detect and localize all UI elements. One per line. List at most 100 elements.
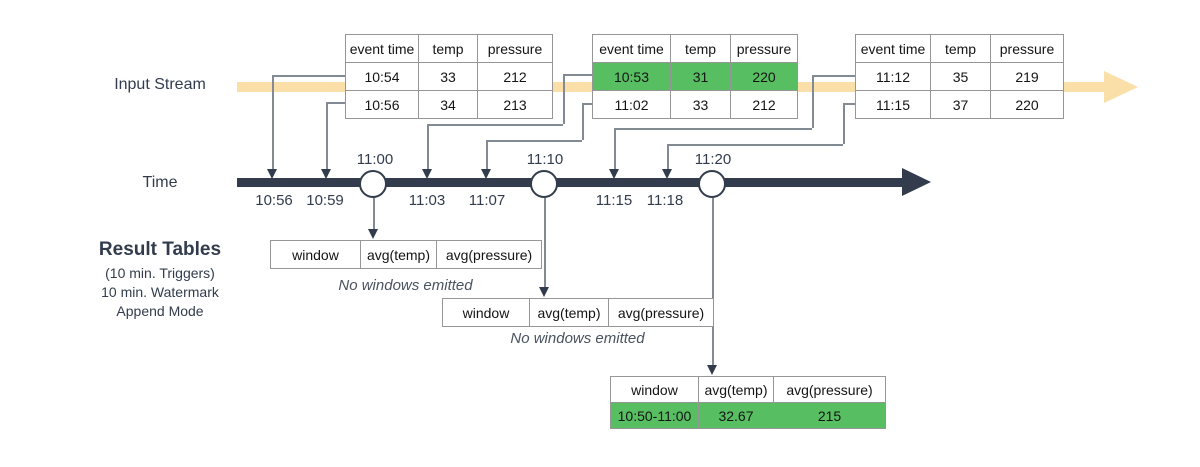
arrival-time-label: 10:56	[255, 192, 293, 209]
header-cell: temp	[418, 34, 478, 63]
down-arrow-icon	[368, 229, 378, 239]
cell-pressure: 219	[990, 62, 1064, 91]
connector-line	[667, 144, 669, 169]
input-table-3-header: event time temp pressure	[855, 34, 1064, 63]
trigger-arrow-line	[373, 198, 375, 229]
trigger-time-label: 11:20	[694, 151, 732, 168]
arrival-time-label: 11:03	[408, 192, 446, 209]
cell-temp: 37	[930, 90, 991, 119]
header-cell: pressure	[990, 34, 1064, 63]
cell-event-time: 10:54	[345, 62, 419, 91]
header-cell: window	[270, 240, 361, 269]
arrival-time-label: 11:07	[468, 192, 506, 209]
input-table-1-header: event time temp pressure	[345, 34, 553, 63]
timeline-arrowhead-icon	[902, 168, 931, 196]
emitted-window-row: 10:50-11:00 32.67 215	[610, 402, 886, 429]
connector-line	[812, 75, 814, 128]
down-arrow-icon	[609, 169, 619, 179]
header-cell: window	[442, 298, 530, 327]
cell-window: 10:50-11:00	[610, 402, 699, 429]
trigger-time-label: 11:00	[356, 151, 394, 168]
arrival-time-label: 10:59	[306, 192, 344, 209]
header-cell: avg(temp)	[698, 376, 774, 403]
trigger-arrow-line	[544, 198, 546, 287]
connector-line	[843, 103, 845, 144]
result-table-header: window avg(temp) avg(pressure)	[610, 376, 886, 403]
header-cell: window	[610, 376, 699, 403]
cell-avg-temp: 32.67	[698, 402, 774, 429]
result-table-1100: window avg(temp) avg(pressure)	[270, 240, 542, 269]
down-arrow-icon	[422, 169, 432, 179]
cell-event-time: 11:15	[855, 90, 931, 119]
cell-event-time: 11:12	[855, 62, 931, 91]
cell-pressure: 213	[477, 90, 553, 119]
down-arrow-icon	[321, 169, 331, 179]
table-row: 11:15 37 220	[855, 90, 1064, 119]
cell-temp: 31	[670, 62, 731, 91]
arrival-time-label: 11:15	[595, 192, 633, 209]
connector-line	[667, 144, 843, 146]
result-tables-sub-triggers: (10 min. Triggers)	[105, 265, 215, 281]
header-cell: pressure	[730, 34, 798, 63]
connector-line	[486, 140, 582, 142]
connector-line	[272, 75, 274, 169]
connector-line	[582, 103, 584, 140]
header-cell: avg(pressure)	[773, 376, 886, 403]
input-table-2: event time temp pressure 10:53 31 220 11…	[592, 34, 798, 119]
result-tables-label-block: Result Tables (10 min. Triggers) 10 min.…	[30, 239, 290, 321]
connector-line	[427, 124, 429, 169]
down-arrow-icon	[707, 365, 717, 375]
table-row: 11:12 35 219	[855, 62, 1064, 91]
connector-line	[272, 75, 345, 77]
no-windows-note: No windows emitted	[338, 277, 473, 294]
connector-line	[563, 74, 565, 124]
result-table-header: window avg(temp) avg(pressure)	[442, 298, 714, 327]
connector-line	[614, 128, 812, 130]
header-cell: event time	[592, 34, 671, 63]
arrival-time-label: 11:18	[646, 192, 684, 209]
connector-line	[326, 102, 345, 104]
input-table-2-header: event time temp pressure	[592, 34, 798, 63]
connector-line	[486, 140, 488, 169]
input-table-3: event time temp pressure 11:12 35 219 11…	[855, 34, 1064, 119]
table-row: 10:54 33 212	[345, 62, 553, 91]
trigger-time-label: 11:10	[526, 151, 564, 168]
cell-event-time: 10:53	[592, 62, 671, 91]
cell-pressure: 212	[477, 62, 553, 91]
timeline-bar	[237, 178, 904, 187]
cell-event-time: 11:02	[592, 90, 671, 119]
connector-line	[812, 75, 855, 77]
header-cell: event time	[855, 34, 931, 63]
down-arrow-icon	[267, 169, 277, 179]
header-cell: avg(pressure)	[436, 240, 542, 269]
input-stream-label: Input Stream	[114, 76, 206, 93]
result-table-1120: window avg(temp) avg(pressure) 10:50-11:…	[610, 376, 886, 429]
trigger-circle-1110	[530, 170, 558, 198]
header-cell: temp	[930, 34, 991, 63]
trigger-arrow-line	[712, 198, 714, 365]
table-row: 10:56 34 213	[345, 90, 553, 119]
header-cell: pressure	[477, 34, 553, 63]
header-cell: event time	[345, 34, 419, 63]
connector-line	[563, 74, 592, 76]
connector-line	[843, 103, 855, 105]
cell-temp: 35	[930, 62, 991, 91]
table-row-late-data: 10:53 31 220	[592, 62, 798, 91]
cell-temp: 34	[418, 90, 478, 119]
down-arrow-icon	[662, 169, 672, 179]
header-cell: avg(pressure)	[608, 298, 714, 327]
trigger-circle-1120	[698, 170, 726, 198]
header-cell: temp	[670, 34, 731, 63]
no-windows-note: No windows emitted	[510, 330, 645, 347]
cell-temp: 33	[670, 90, 731, 119]
cell-pressure: 220	[730, 62, 798, 91]
connector-line	[326, 102, 328, 169]
connector-line	[427, 124, 563, 126]
stream-arrowhead-icon	[1104, 71, 1138, 103]
down-arrow-icon	[539, 287, 549, 297]
connector-line	[582, 103, 592, 105]
cell-temp: 33	[418, 62, 478, 91]
cell-avg-pressure: 215	[773, 402, 886, 429]
cell-pressure: 212	[730, 90, 798, 119]
